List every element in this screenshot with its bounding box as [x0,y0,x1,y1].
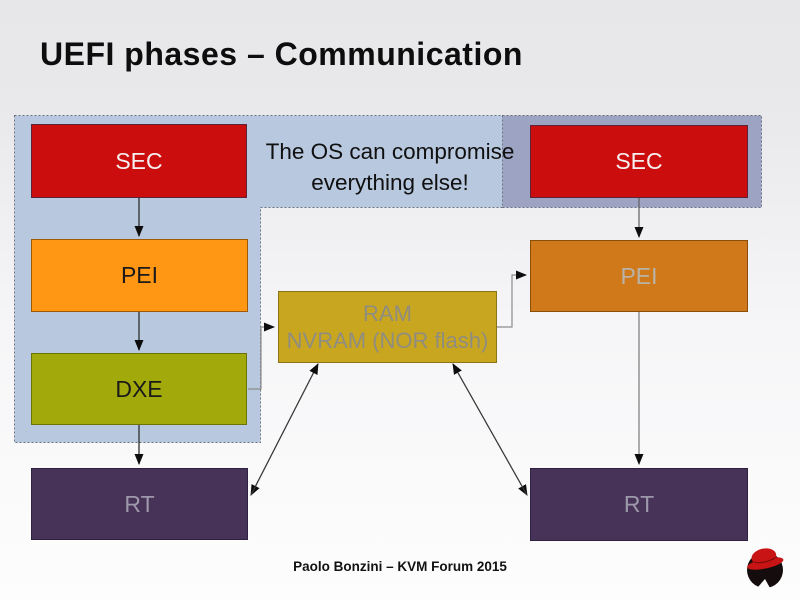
phase-label-rt-right: RT [623,491,655,517]
phase-label-sec-right: SEC [615,148,663,174]
ram-label-line2: NVRAM (NOR flash) [286,328,489,353]
footer-credit: Paolo Bonzini – KVM Forum 2015 [293,559,507,574]
phase-label-dxe: DXE [115,375,163,402]
phase-box-rt-left: RT [31,468,248,540]
phase-box-dxe: DXE [31,353,247,425]
ram-label-line1: RAM [363,301,412,326]
arrow-rt-left-to-ram-diagonal [250,363,319,496]
redhat-shadowman-icon [747,548,784,589]
arrow-dxe-to-ram-elbow [248,322,275,390]
phase-label-pei-right: PEI [620,262,658,289]
phase-label-rt-left: RT [124,490,155,517]
arrow-ram-to-rt-right-diagonal [452,363,528,496]
arrow-ram-to-rt-left-diagonal [250,363,319,496]
callout-line2: everything else! [311,170,469,195]
phase-label-pei-left: PEI [120,262,159,288]
memory-box-ram-nvram: RAM NVRAM (NOR flash) [278,291,497,363]
phase-box-rt-right: RT [530,468,748,541]
arrow-rt-right-to-ram-diagonal [452,363,528,496]
callout-text: The OS can compromise everything else! [250,136,530,198]
phase-box-pei-right: PEI [530,240,748,312]
slide-title: UEFI phases – Communication [40,36,523,72]
phase-label-sec-left: SEC [115,147,163,174]
phase-box-sec-right: SEC [530,125,748,198]
phase-box-pei-left: PEI [31,239,248,312]
phase-box-sec-left: SEC [31,124,247,198]
callout-line1: The OS can compromise [265,139,515,164]
arrow-ram-to-pei-right-elbow [497,270,527,328]
